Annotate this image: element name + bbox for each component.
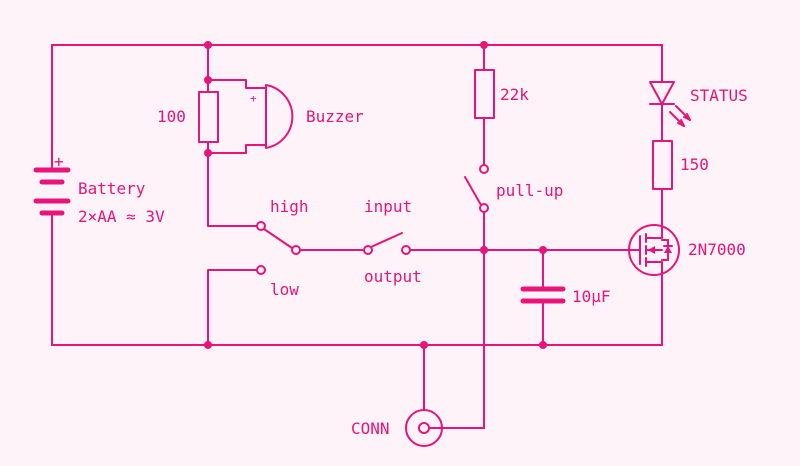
resistor-100-label: 100 (157, 107, 186, 126)
connector-label: CONN (351, 419, 390, 438)
connector (405, 344, 485, 447)
selector-switch (207, 221, 365, 346)
battery-title-label: Battery (78, 179, 146, 198)
capacitor-label: 10μF (572, 287, 611, 306)
switch-low-label: low (270, 280, 299, 299)
pullup-switch (464, 164, 489, 429)
status-led (649, 44, 691, 142)
switch-output-label: output (364, 267, 422, 286)
buzzer-plus-label: + (250, 92, 257, 105)
battery-plus-label: + (54, 152, 64, 171)
led-label: STATUS (690, 86, 748, 105)
battery-spec-label: 2×AA ≈ 3V (78, 207, 165, 226)
resistor-22k-label: 22k (500, 85, 529, 104)
io-switch (363, 232, 631, 255)
switch-input-label: input (364, 197, 412, 216)
resistor-150 (652, 140, 673, 227)
junction-dots (204, 41, 547, 349)
capacitor-10uf (520, 249, 566, 346)
buzzer-label: Buzzer (306, 107, 364, 126)
pullup-label: pull-up (496, 181, 563, 200)
mosfet-2n7000 (628, 224, 680, 346)
resistor-150-label: 150 (680, 155, 709, 174)
battery (33, 44, 71, 346)
mosfet-label: 2N7000 (688, 240, 746, 259)
switch-high-label: high (270, 197, 309, 216)
buzzer: + (207, 79, 294, 154)
resistor-100 (198, 44, 219, 227)
resistor-22k (474, 44, 495, 166)
